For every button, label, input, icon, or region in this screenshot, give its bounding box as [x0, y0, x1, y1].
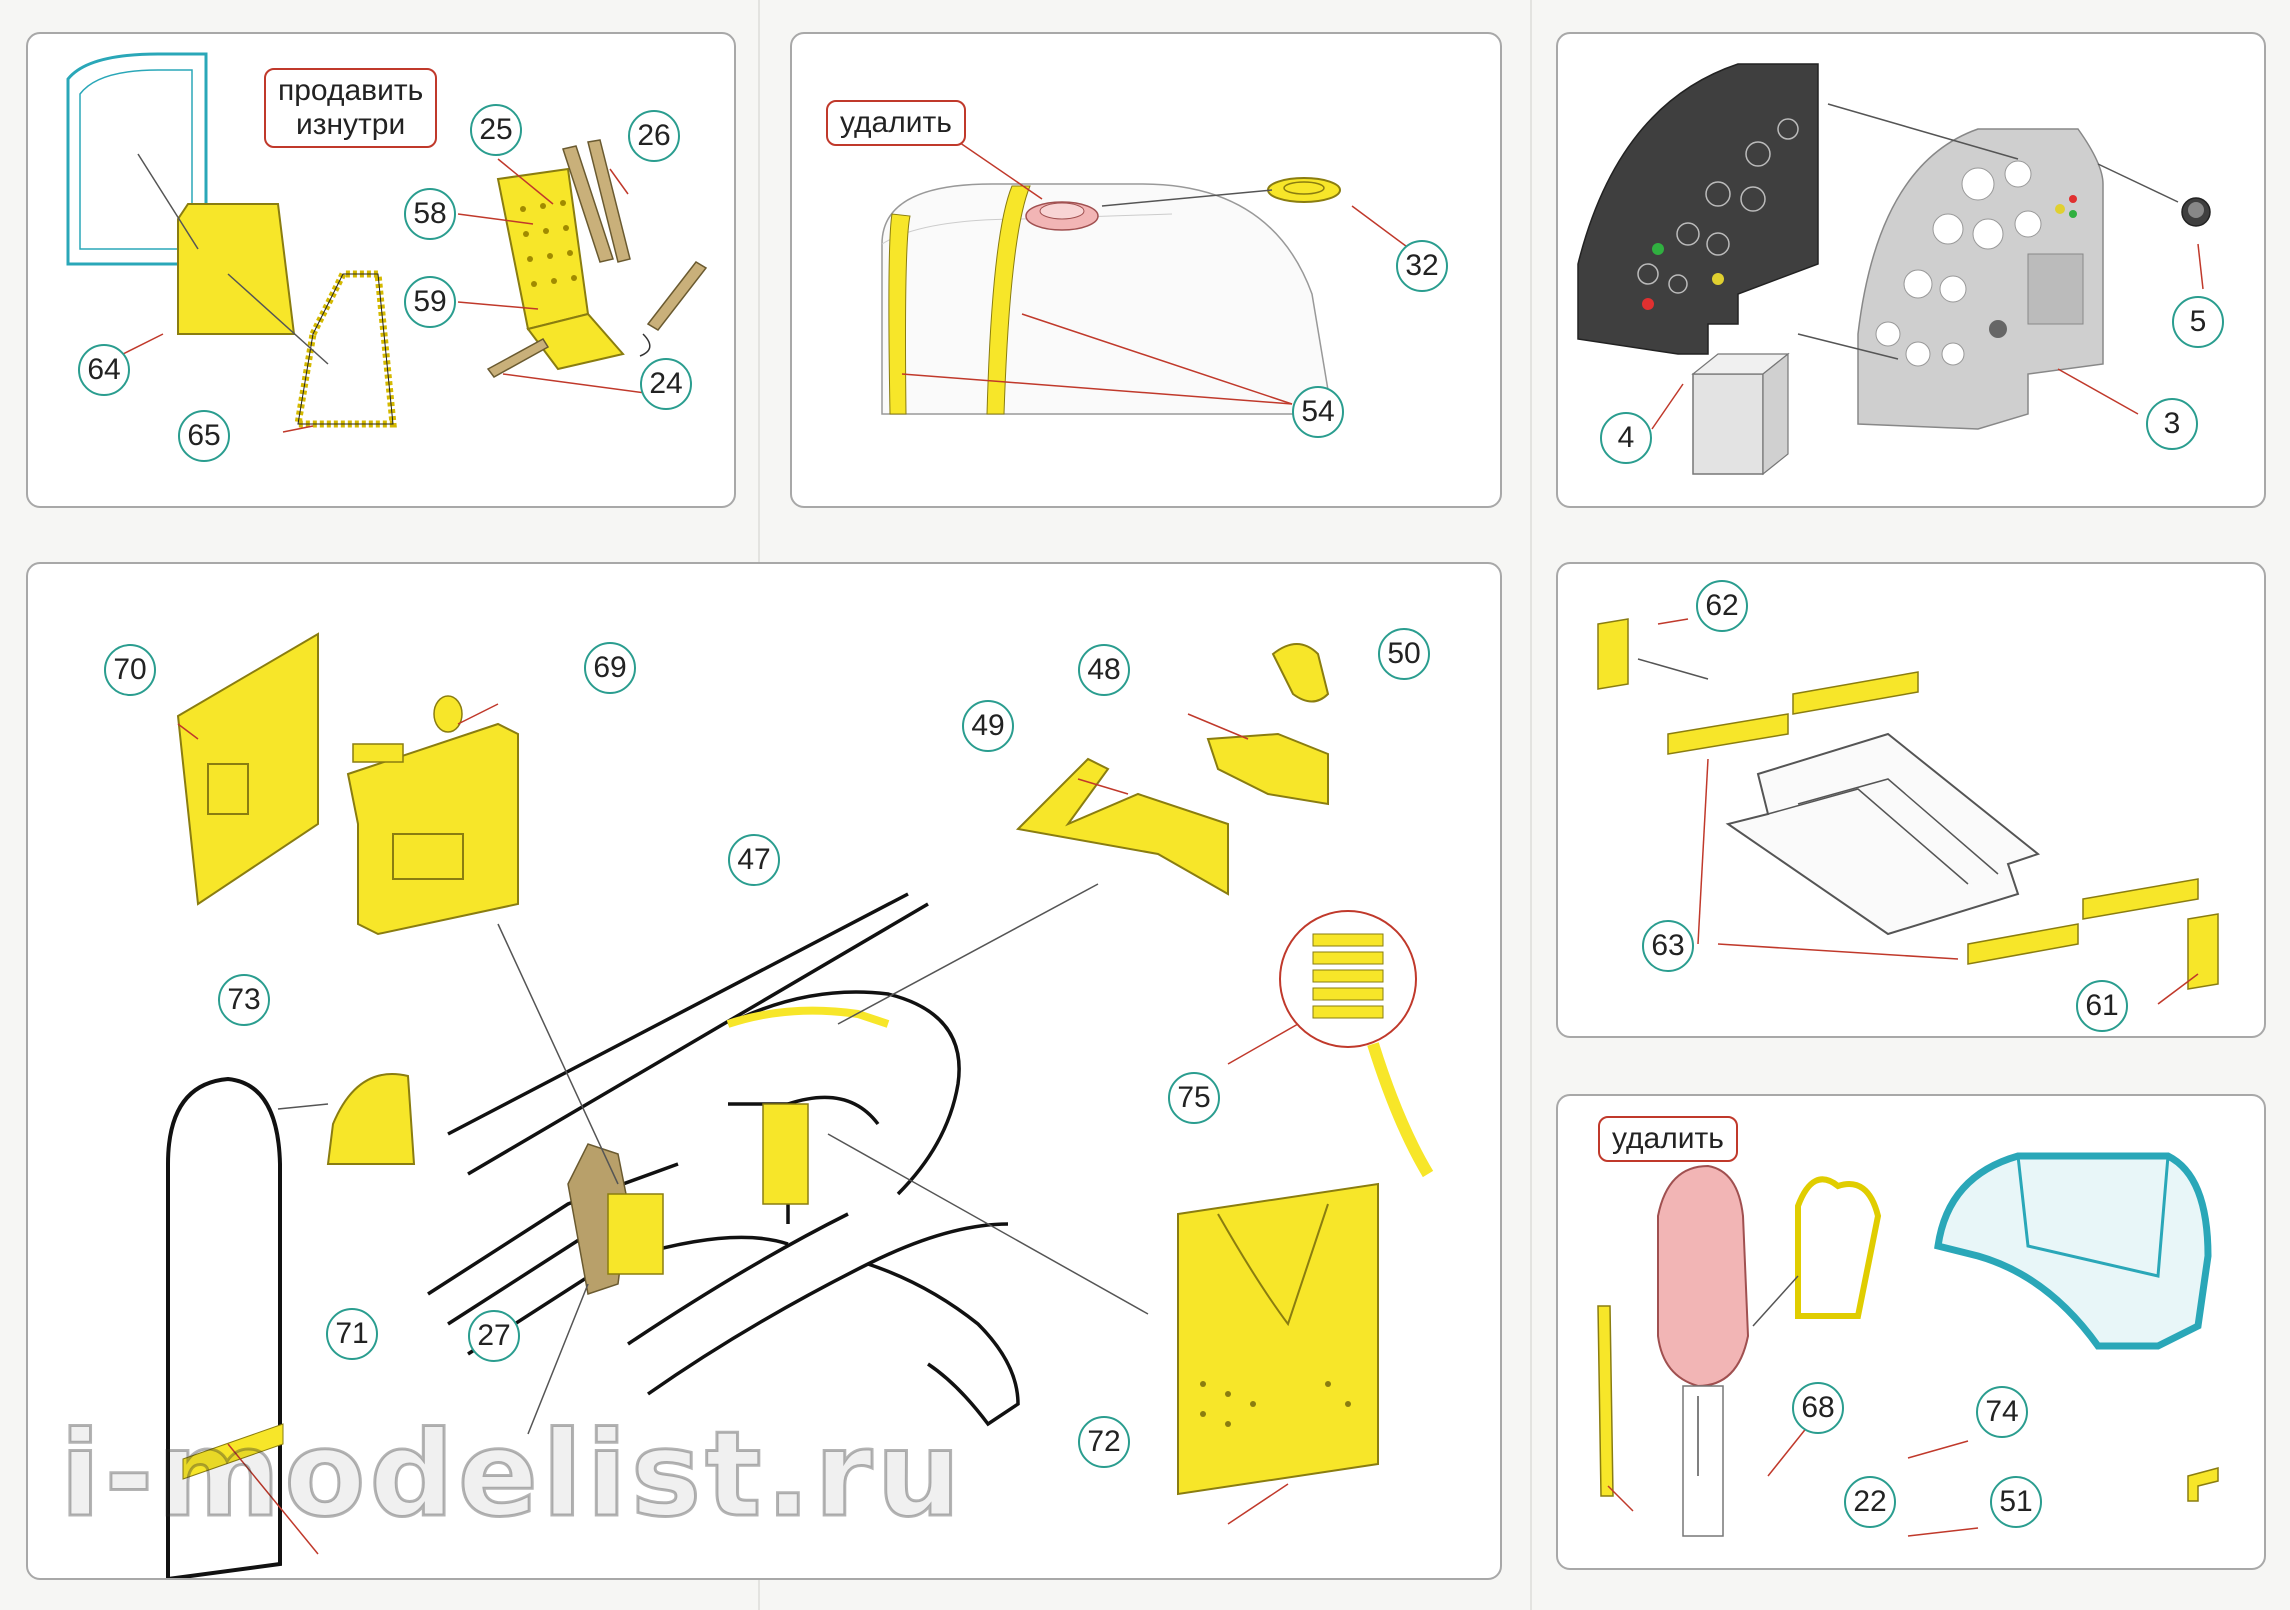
label-4: 4 [1600, 412, 1652, 464]
panel-canopy: удалить 68 74 22 51 [1556, 1094, 2266, 1570]
label-47: 47 [728, 834, 780, 886]
label-5: 5 [2172, 296, 2224, 348]
part-62 [1597, 618, 1629, 690]
label-3: 3 [2146, 398, 2198, 450]
part-instrument-dark [1577, 63, 1819, 355]
label-24: 24 [640, 358, 692, 410]
part-26-belt [587, 139, 631, 263]
part-73 [326, 1073, 416, 1165]
callout-remove: удалить [826, 100, 966, 146]
part-64 [177, 203, 296, 335]
part-74-canopy [1934, 1152, 2212, 1350]
part-22 [1597, 1305, 1614, 1497]
seat-drawing [66, 52, 708, 433]
part-63-strip-b [1967, 923, 2079, 965]
part-72 [1177, 1182, 1379, 1496]
label-75: 75 [1168, 1072, 1220, 1124]
part-51 [2187, 1467, 2219, 1502]
part-59-seat-pan [526, 312, 625, 371]
label-54: 54 [1292, 386, 1344, 438]
label-72: 72 [1078, 1416, 1130, 1468]
callout-remove-canopy: удалить [1598, 1116, 1738, 1162]
label-65: 65 [178, 410, 230, 462]
part-61 [2187, 913, 2219, 990]
label-71: 71 [326, 1308, 378, 1360]
label-70: 70 [104, 644, 156, 696]
canopy-drawing [1597, 1152, 2219, 1537]
cockpit-drawing [166, 632, 1434, 1578]
label-32: 32 [1396, 240, 1448, 292]
cockpit-coaming [881, 183, 1333, 415]
panel-seat: продавить изнутри 25 26 58 59 24 64 65 [26, 32, 736, 508]
label-61: 61 [2076, 980, 2128, 1032]
label-27: 27 [468, 1310, 520, 1362]
label-50: 50 [1378, 628, 1430, 680]
label-64: 64 [78, 344, 130, 396]
label-74: 74 [1976, 1386, 2028, 1438]
part-24-belt [646, 261, 708, 331]
floor-drawing [1597, 618, 2219, 1005]
part-50 [1271, 643, 1330, 703]
part-25-belt [562, 145, 614, 263]
label-51: 51 [1990, 1476, 2042, 1528]
watermark: i-modelist.ru [59, 1404, 965, 1545]
callout-press-from-inside: продавить изнутри [264, 68, 438, 148]
part-seat-removed [1657, 1164, 1750, 1388]
part-49 [1015, 757, 1229, 896]
instrument-drawing [1577, 63, 2211, 476]
panel-instrument: 5 4 3 [1556, 32, 2266, 508]
label-63: 63 [1642, 920, 1694, 972]
label-59: 59 [404, 276, 456, 328]
panel-cockpit: 70 69 48 50 49 47 73 75 71 27 72 [26, 562, 1502, 1580]
fuselage-outline [427, 892, 1020, 1427]
label-58: 58 [404, 188, 456, 240]
part-58-seat-back [496, 167, 590, 331]
part-68 [1795, 1176, 1882, 1319]
label-49: 49 [962, 700, 1014, 752]
label-22: 22 [1844, 1476, 1896, 1528]
panel-coaming: удалить 32 54 [790, 32, 1502, 508]
windscreen-outline [66, 52, 208, 266]
part-63-strip-a [1667, 713, 1789, 755]
part-48 [1206, 732, 1329, 806]
floor-tray [1725, 732, 2041, 936]
label-62: 62 [1696, 580, 1748, 632]
part-69 [346, 722, 519, 936]
part-54-strip-a [888, 213, 911, 415]
label-73: 73 [218, 974, 270, 1026]
label-68: 68 [1792, 1382, 1844, 1434]
panel-floor: 62 63 61 [1556, 562, 2266, 1038]
fold-line-right [1530, 0, 1532, 1610]
part-54-strip-b [986, 185, 1031, 415]
label-25: 25 [470, 104, 522, 156]
coaming-drawing [881, 109, 1415, 415]
part-4-bracket [1692, 373, 1764, 475]
label-69: 69 [584, 642, 636, 694]
label-48: 48 [1078, 644, 1130, 696]
label-26: 26 [628, 110, 680, 162]
